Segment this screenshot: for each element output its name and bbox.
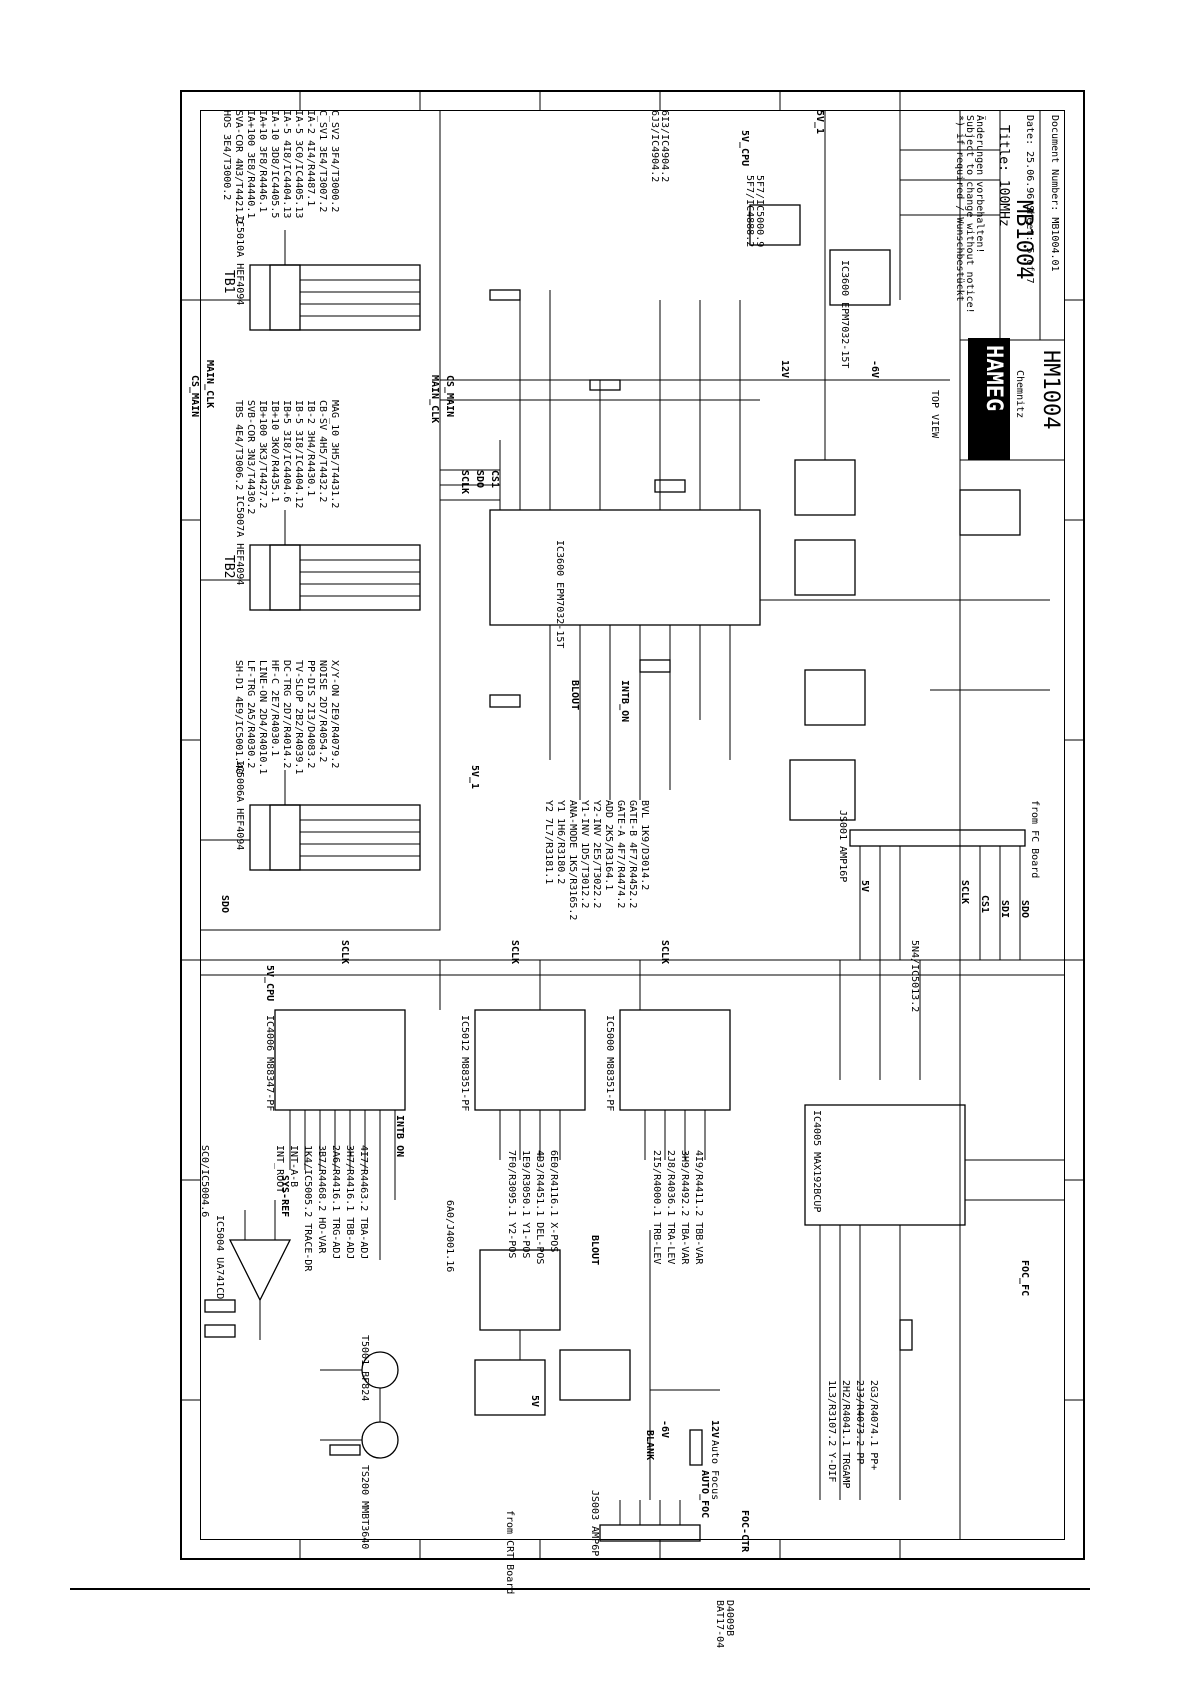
cpld-label: IC3600 EPM7032-15T	[554, 540, 565, 649]
drawing-inner-frame	[200, 110, 1065, 1540]
t5001-label: T5001 BF824	[359, 1335, 370, 1402]
cs-main-cpld: CS_MAIN	[444, 375, 455, 418]
connector-js003	[599, 1500, 701, 1542]
lower-bus	[200, 959, 1065, 1080]
foc-ctr-label: FOC-CTR	[739, 1510, 750, 1553]
12v-label-2: 12V	[709, 1420, 720, 1439]
dac-ic4006	[274, 1009, 406, 1260]
sclk-cpld: SCLK	[459, 470, 470, 495]
title-block-lines	[959, 110, 1065, 1540]
sdo-cpld: SDO	[474, 470, 485, 489]
shift-register-tb2	[200, 510, 421, 611]
5v-cpu-label-2: 5V_CPU	[739, 130, 750, 167]
doc-number: Document Number: MB1004.01	[1049, 115, 1060, 272]
main-clk-top: MAIN_CLK	[204, 360, 215, 409]
from-crt-label: from CRT Board	[504, 1510, 515, 1595]
drawing-frame	[180, 90, 1085, 1560]
top-view-label: TOP VIEW	[929, 390, 940, 439]
title-model: MB1004	[1011, 200, 1036, 280]
notice-3: *) if required / Wunschbestückt	[954, 115, 965, 302]
shift-register-tb1	[200, 230, 421, 331]
bat17-footer: BAT17-04	[714, 1600, 725, 1649]
intb-on-label: INTB_ON	[619, 680, 630, 723]
main-clk-cpld: MAIN_CLK	[429, 375, 440, 424]
adc-ic4005	[804, 1104, 1065, 1500]
ic3600-small: IC3600 EPM7032-15T	[839, 260, 850, 369]
dac-ic5000	[619, 1009, 731, 1160]
shift-register-tb3	[200, 770, 421, 871]
analog-switches	[474, 1230, 720, 1500]
title-freq: Title: 100MHz	[996, 125, 1011, 227]
5v-label: 5V	[859, 880, 870, 893]
sclk-label: SCLK	[339, 940, 350, 965]
5v-label-2: 5V	[529, 1395, 540, 1408]
5v-1-label: 5V_1	[814, 110, 825, 135]
m6v-label: -6V	[869, 360, 880, 379]
ic4006-label: IC4006 M88347-PF	[264, 1015, 275, 1112]
connector-js001	[849, 829, 1026, 960]
sclk-label-4: SCLK	[959, 880, 970, 905]
5v-cpu-label: 5V_CPU	[264, 965, 275, 1002]
company-city: Chemnitz	[1014, 370, 1025, 419]
auto-foc-label: AUTO_FOC	[699, 1470, 710, 1519]
company-name: HAMEG	[981, 345, 1006, 412]
from-fc-label: from FC Board	[1029, 800, 1040, 879]
cs-main-top: CS_MAIN	[189, 375, 200, 418]
ref-5f7b: 5F7/IC5000.9	[754, 175, 765, 248]
foc-fc-label: FOC_FC	[1019, 1260, 1030, 1297]
m6v-label-2: -6V	[659, 1420, 670, 1439]
intb-on-label-2: INTB_ON	[394, 1115, 405, 1158]
tb1-label: TB1	[221, 270, 236, 294]
ic5004-label: IC5004 UA741CD	[214, 1215, 225, 1300]
ic4005-label: IC4005 MAX192BCUP	[811, 1110, 822, 1213]
cpld-ic3600	[440, 289, 761, 800]
tb2-label: TB2	[221, 555, 236, 579]
ref-6a0: 6A0/J4001.16	[444, 1200, 455, 1273]
ts200-label: TS200 MMBT3640	[359, 1465, 370, 1550]
5v-1-label-2: 5V_1	[469, 765, 480, 790]
sys-ref-label: SYS-REF	[279, 1175, 290, 1218]
ref-6i3: 6I3/IC4904.2	[659, 110, 670, 183]
bottom-rule	[70, 1588, 1090, 1590]
dac-ic5012	[474, 1009, 586, 1160]
ref-sc0: SC0/IC5004.6	[199, 1145, 210, 1218]
ic5000-label: IC5000 M88351-PF	[604, 1015, 615, 1112]
sclk-label-3: SCLK	[659, 940, 670, 965]
grid-ticks	[180, 90, 1085, 1560]
blank-label: BLANK	[644, 1430, 655, 1461]
12v-label: 12V	[779, 360, 790, 379]
ref-5n4: 5N4/IC5013.2	[909, 940, 920, 1013]
model-name: HM1004	[1038, 350, 1063, 430]
cs1-label: CS1	[979, 895, 990, 914]
adc-signals: 2G3/R4074.1 PP+2J3/R4073.2 PP-2H2/R4041.…	[826, 1380, 879, 1489]
sdo-top: SDO	[219, 895, 230, 914]
ic5012-label: IC5012 M88351-PF	[459, 1015, 470, 1112]
sclk-label-2: SCLK	[509, 940, 520, 965]
sdi-label: SDI	[999, 900, 1010, 919]
js001-label: JS001 AMP16P	[837, 810, 848, 883]
sdo-label: SDO	[1019, 900, 1030, 919]
right-logic	[749, 110, 1050, 821]
hameg-logo	[968, 338, 1010, 460]
blout-label: BLOUT	[569, 680, 580, 711]
opamp-ic5004	[204, 1200, 292, 1340]
transistors	[320, 1351, 399, 1459]
cs1-cpld: CS1	[489, 470, 500, 489]
blout-label-2: BLOUT	[589, 1235, 600, 1266]
js003-label: JS003 AMP6P	[589, 1490, 600, 1557]
